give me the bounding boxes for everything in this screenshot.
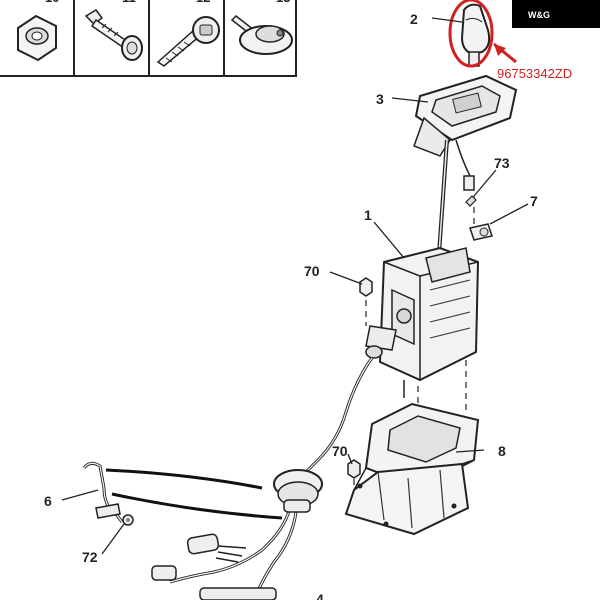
callout-8: 8 [498,443,506,459]
callout-7: 7 [530,193,538,209]
part-number-annotation: 96753342ZD [448,0,572,81]
fastener-legend: 10 11 12 13 [0,0,297,77]
callout-labels: 2 3 73 7 1 70 70 8 6 72 4 [44,11,538,600]
callout-6: 6 [44,493,52,509]
fastener-70-lower [347,459,361,479]
callout-70-upper: 70 [304,263,320,279]
leader-lines [61,17,529,555]
self-tapping-screw-icon: 12 [156,0,220,67]
callout-72: 72 [82,549,98,565]
fastener-70-upper [359,277,373,297]
part-number-text: 96753342ZD [497,66,572,81]
legend-label: 12 [196,0,210,5]
callout-70-lower: 70 [332,443,348,459]
callout-1: 1 [364,207,372,223]
fastener-7 [469,223,493,241]
brand-badge-text: W&G [528,10,550,20]
callout-2: 2 [410,11,418,27]
legend-label: 11 [122,0,136,5]
shift-cables [105,357,374,600]
cable-grommet [273,469,323,513]
cable-bracket [82,461,124,523]
callout-3: 3 [376,91,384,107]
gear-knob [460,3,491,67]
callout-73: 73 [494,155,510,171]
legend-label: 10 [45,0,59,5]
fastener-72 [122,514,134,526]
flange-nut-icon: 10 [17,0,59,62]
shift-rod [436,139,449,269]
flange-bolt-icon: 11 [84,0,143,61]
fastener-73 [465,195,477,207]
legend-label: 13 [276,0,290,5]
cable-ends [151,533,277,600]
base-bracket [344,402,480,536]
shifter-mechanism [365,246,480,398]
shift-gate-cover [413,74,518,191]
callout-4: 4 [316,591,324,600]
brand-badge: W&G [512,0,600,28]
push-clip-icon: 13 [230,0,293,55]
